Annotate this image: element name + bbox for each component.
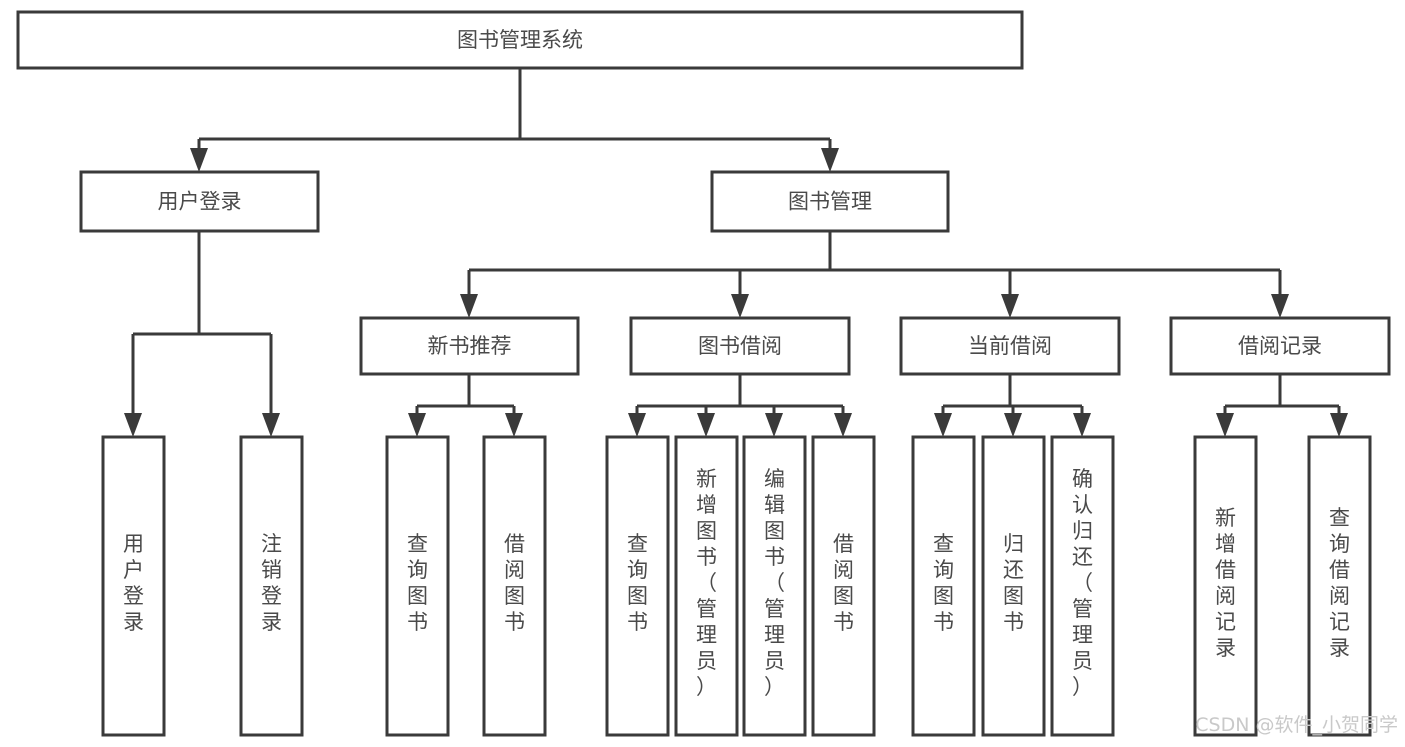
node-box-borrow-record[interactable]	[1169, 316, 1391, 376]
node-box-leaf-query-book-borrow[interactable]	[605, 435, 670, 737]
node-leaf-user-login[interactable]: 用户登录	[101, 435, 166, 737]
node-label-leaf-query-book-recommend: 查询图书	[407, 532, 428, 634]
node-label-leaf-query-book-current: 查询图书	[933, 532, 954, 634]
node-user-login[interactable]: 用户登录	[79, 170, 320, 233]
node-box-leaf-query-book-recommend[interactable]	[385, 435, 450, 737]
node-label-book-management: 图书管理	[788, 190, 872, 214]
node-root[interactable]: 图书管理系统	[16, 10, 1024, 70]
node-leaf-query-book-current[interactable]: 查询图书	[911, 435, 976, 737]
node-box-leaf-confirm-return-admin[interactable]	[1050, 435, 1115, 737]
connector-root-to-level2	[190, 68, 839, 172]
node-box-user-login[interactable]	[79, 170, 320, 233]
node-label-leaf-query-book-borrow: 查询图书	[627, 532, 648, 634]
node-label-leaf-borrow-book: 借阅图书	[833, 532, 854, 634]
node-leaf-query-book-recommend[interactable]: 查询图书	[385, 435, 450, 737]
node-label-leaf-return-book: 归还图书	[1003, 532, 1024, 634]
node-box-book-borrow[interactable]	[629, 316, 851, 376]
csdn-watermark: CSDN @软件_小贺同学	[1195, 714, 1398, 736]
node-leaf-borrow-book-recommend[interactable]: 借阅图书	[482, 435, 547, 737]
connector-layer	[124, 68, 1348, 437]
node-box-leaf-add-book-admin[interactable]	[674, 435, 739, 737]
node-label-leaf-add-book-admin: 新增图书（管理员）	[696, 467, 717, 699]
connector-user-login-to-leaves	[124, 231, 280, 437]
node-box-leaf-query-borrow-record[interactable]	[1307, 435, 1372, 737]
node-leaf-query-borrow-record[interactable]: 查询借阅记录	[1307, 435, 1372, 737]
node-leaf-user-logout[interactable]: 注销登录	[239, 435, 304, 737]
node-box-current-borrow[interactable]	[899, 316, 1121, 376]
node-book-borrow[interactable]: 图书借阅	[629, 316, 851, 376]
node-leaf-borrow-book[interactable]: 借阅图书	[811, 435, 876, 737]
node-box-leaf-add-borrow-record[interactable]	[1193, 435, 1258, 737]
node-leaf-edit-book-admin[interactable]: 编辑图书（管理员）	[742, 435, 807, 737]
node-label-user-login: 用户登录	[158, 190, 242, 214]
node-layer: 图书管理系统用户登录图书管理新书推荐图书借阅当前借阅借阅记录用户登录注销登录查询…	[16, 10, 1391, 737]
node-label-leaf-user-logout: 注销登录	[261, 532, 282, 634]
node-label-book-borrow: 图书借阅	[698, 334, 782, 358]
node-box-leaf-query-book-current[interactable]	[911, 435, 976, 737]
node-box-leaf-user-logout[interactable]	[239, 435, 304, 737]
node-borrow-record[interactable]: 借阅记录	[1169, 316, 1391, 376]
node-box-book-management[interactable]	[710, 170, 950, 233]
node-book-management[interactable]: 图书管理	[710, 170, 950, 233]
node-box-leaf-edit-book-admin[interactable]	[742, 435, 807, 737]
node-label-leaf-add-borrow-record: 新增借阅记录	[1215, 506, 1236, 660]
node-new-book-recommend[interactable]: 新书推荐	[359, 316, 580, 376]
connector-current-borrow-to-leaves	[934, 374, 1091, 437]
node-label-leaf-confirm-return-admin: 确认归还（管理员）	[1072, 467, 1093, 699]
node-label-borrow-record: 借阅记录	[1238, 334, 1322, 358]
node-box-leaf-borrow-book-recommend[interactable]	[482, 435, 547, 737]
connector-book-borrow-to-leaves	[628, 374, 852, 437]
node-leaf-add-borrow-record[interactable]: 新增借阅记录	[1193, 435, 1258, 737]
node-label-leaf-edit-book-admin: 编辑图书（管理员）	[764, 467, 785, 699]
node-label-root: 图书管理系统	[457, 28, 583, 52]
node-label-leaf-query-borrow-record: 查询借阅记录	[1329, 506, 1350, 660]
node-box-leaf-user-login[interactable]	[101, 435, 166, 737]
node-box-new-book-recommend[interactable]	[359, 316, 580, 376]
node-label-leaf-borrow-book-recommend: 借阅图书	[504, 532, 525, 634]
connector-book-management-to-level3	[460, 231, 1289, 318]
node-leaf-add-book-admin[interactable]: 新增图书（管理员）	[674, 435, 739, 737]
node-leaf-return-book[interactable]: 归还图书	[981, 435, 1046, 737]
connector-borrow-record-to-leaves	[1216, 374, 1348, 437]
node-current-borrow[interactable]: 当前借阅	[899, 316, 1121, 376]
node-leaf-confirm-return-admin[interactable]: 确认归还（管理员）	[1050, 435, 1115, 737]
node-box-root[interactable]	[16, 10, 1024, 70]
node-label-current-borrow: 当前借阅	[968, 334, 1052, 358]
node-box-leaf-borrow-book[interactable]	[811, 435, 876, 737]
node-label-new-book-recommend: 新书推荐	[428, 334, 512, 358]
node-leaf-query-book-borrow[interactable]: 查询图书	[605, 435, 670, 737]
node-box-leaf-return-book[interactable]	[981, 435, 1046, 737]
connector-new-book-recommend-to-leaves	[408, 374, 523, 437]
node-label-leaf-user-login: 用户登录	[123, 532, 144, 634]
